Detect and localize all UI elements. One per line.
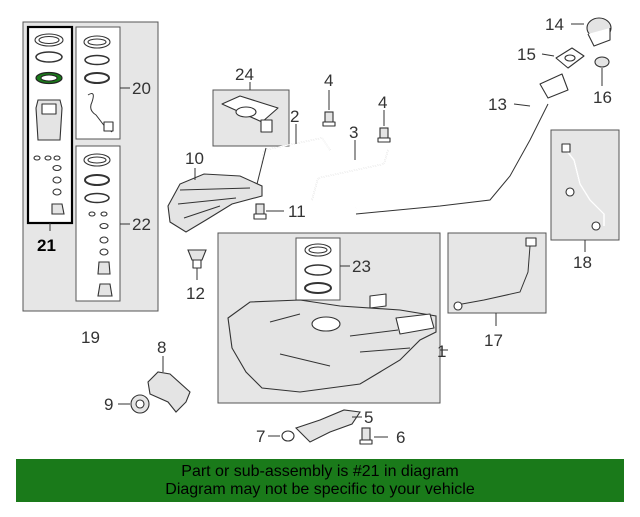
callout-labels: 1 2 3 4 4 5 6 7 8 9 10 11 12 13 14 15 16… [37,15,612,447]
clip-12 [187,249,207,280]
info-banner: Part or sub-assembly is #21 in diagram D… [16,459,624,502]
fuel-cap-14 [571,17,612,47]
callout-18: 18 [573,253,592,272]
bolt-6 [359,427,388,445]
group-17 [447,232,547,326]
fuel-pump-assembly[interactable] [33,33,65,215]
callout-8: 8 [157,338,166,357]
pump-parts-20 [83,35,114,133]
bracket-5 [294,409,362,443]
grommet-7 [268,430,295,442]
callout-9: 9 [104,395,113,414]
group-18 [550,129,620,252]
fuel-tank-group-1 [217,232,448,404]
bracket-8 [147,356,191,413]
callout-4a: 4 [324,71,333,90]
callout-7: 7 [256,427,265,446]
group-19 [22,21,159,312]
callout-17: 17 [484,331,503,350]
filler-neck-13 [355,73,569,215]
callout-15: 15 [517,45,536,64]
callout-13: 13 [488,95,507,114]
callout-4b: 4 [378,93,387,112]
callout-21[interactable]: 21 [37,236,56,255]
bolts-4 [322,90,391,143]
callout-6: 6 [396,428,405,447]
grommet-9 [118,394,150,414]
callout-24: 24 [235,65,254,84]
callout-11: 11 [288,202,306,221]
callout-19: 19 [81,328,100,347]
pump-parts-22 [83,153,113,297]
part-24 [212,82,290,147]
bolt-11 [253,203,284,220]
ring-15 [541,47,585,69]
callout-10: 10 [185,149,204,168]
heat-shield-10 [167,168,263,233]
callout-22: 22 [132,215,151,234]
callout-5: 5 [364,408,373,427]
banner-line-1: Part or sub-assembly is #21 in diagram [181,462,459,480]
callout-14: 14 [545,15,564,34]
banner-line-2: Diagram may not be specific to your vehi… [165,480,475,498]
callout-16: 16 [593,88,612,107]
group-22-box [75,145,121,302]
callout-23: 23 [352,257,371,276]
callout-2: 2 [290,107,299,126]
callout-20: 20 [132,79,151,98]
callout-3: 3 [349,123,358,142]
callout-12: 12 [186,284,205,303]
cup-16 [594,56,610,86]
callout-1: 1 [437,342,446,361]
